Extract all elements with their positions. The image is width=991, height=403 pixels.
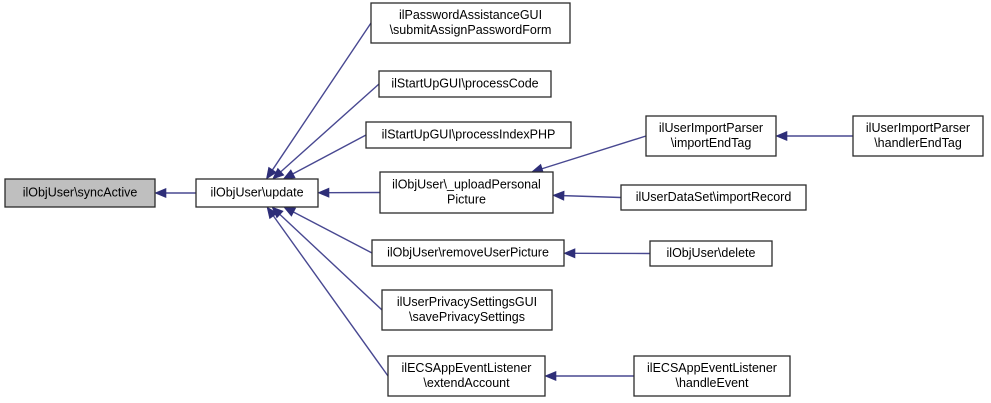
node-label-submitAssignPasswordForm: \submitAssignPasswordForm <box>390 23 552 37</box>
edge-arrowhead <box>272 167 285 180</box>
edge-handlerEndTag-to-importEndTag <box>775 130 853 142</box>
edge-arrowhead <box>265 166 277 180</box>
edge-line <box>279 83 380 173</box>
node-label-handleEvent: ilECSAppEventListener <box>647 361 777 375</box>
edge-processCode-to-update <box>272 83 380 180</box>
node-label-uploadPersonalPicture: Picture <box>447 192 486 206</box>
edge-uploadPersonalPicture-to-update <box>317 187 381 198</box>
node-handlerEndTag[interactable]: ilUserImportParser\handlerEndTag <box>852 115 984 157</box>
node-label-handlerEndTag: ilUserImportParser <box>866 121 970 135</box>
edge-layer <box>154 22 853 382</box>
node-label-processIndexPHP: ilStartUpGUI\processIndexPHP <box>382 127 556 141</box>
node-box-update <box>195 178 319 208</box>
node-box-delete <box>649 240 773 267</box>
node-label-delete: ilObjUser\delete <box>667 246 756 260</box>
node-box-savePrivacySettings <box>381 289 553 331</box>
edge-arrowhead <box>775 130 788 142</box>
node-label-removeUserPicture: ilObjUser\removeUserPicture <box>387 245 549 259</box>
edge-submitAssignPasswordForm-to-update <box>265 22 372 180</box>
node-label-importEndTag: \importEndTag <box>671 136 752 150</box>
node-importEndTag[interactable]: ilUserImportParser\importEndTag <box>645 115 777 157</box>
edge-handleEvent-to-extendAccount <box>544 370 634 382</box>
edge-importRecord-to-uploadPersonalPicture <box>552 190 622 201</box>
node-label-handleEvent: \handleEvent <box>676 376 750 390</box>
edge-line <box>272 214 389 377</box>
node-box-handlerEndTag <box>852 115 984 157</box>
node-box-processIndexPHP <box>365 121 572 149</box>
node-box-processCode <box>378 70 552 98</box>
node-savePrivacySettings[interactable]: ilUserPrivacySettingsGUI\savePrivacySett… <box>381 289 553 331</box>
node-syncActive[interactable]: ilObjUser\syncActive <box>4 178 156 208</box>
node-layer: ilObjUser\syncActive ilObjUser\update ilPa… <box>4 2 984 397</box>
node-box-importRecord <box>620 184 807 211</box>
node-label-handlerEndTag: \handlerEndTag <box>874 136 962 150</box>
node-label-extendAccount: ilECSAppEventListener <box>402 361 532 375</box>
edge-line <box>291 134 367 175</box>
node-label-submitAssignPasswordForm: ilPasswordAssistanceGUI <box>399 8 542 22</box>
edge-arrowhead <box>317 187 330 198</box>
node-box-handleEvent <box>633 355 791 397</box>
node-removeUserPicture[interactable]: ilObjUser\removeUserPicture <box>371 239 565 267</box>
node-box-importEndTag <box>645 115 777 157</box>
node-importRecord[interactable]: ilUserDataSet\importRecord <box>620 184 807 211</box>
node-box-submitAssignPasswordForm <box>370 2 571 44</box>
node-extendAccount[interactable]: ilECSAppEventListener\extendAccount <box>387 355 546 397</box>
edge-line <box>278 213 383 311</box>
node-processCode[interactable]: ilStartUpGUI\processCode <box>378 70 552 98</box>
edge-update-to-syncActive <box>154 187 196 199</box>
node-label-savePrivacySettings: \savePrivacySettings <box>409 310 525 324</box>
edge-arrowhead <box>563 248 576 259</box>
edge-line <box>271 22 372 172</box>
edge-line <box>562 194 622 199</box>
node-update[interactable]: ilObjUser\update <box>195 178 319 208</box>
node-label-uploadPersonalPicture: ilObjUser\_uploadPersonal <box>392 177 541 191</box>
node-label-importRecord: ilUserDataSet\importRecord <box>636 190 792 204</box>
node-box-syncActive <box>4 178 156 208</box>
node-box-removeUserPicture <box>371 239 565 267</box>
node-label-savePrivacySettings: ilUserPrivacySettingsGUI <box>397 295 537 309</box>
edge-extendAccount-to-update <box>266 206 389 377</box>
edge-arrowhead <box>552 190 565 201</box>
node-submitAssignPasswordForm[interactable]: ilPasswordAssistanceGUI\submitAssignPass… <box>370 2 571 44</box>
edge-arrowhead <box>154 187 167 199</box>
node-processIndexPHP[interactable]: ilStartUpGUI\processIndexPHP <box>365 121 572 149</box>
node-label-importEndTag: ilUserImportParser <box>659 121 763 135</box>
node-box-extendAccount <box>387 355 546 397</box>
node-delete[interactable]: ilObjUser\delete <box>649 240 773 267</box>
edge-delete-to-removeUserPicture <box>563 248 651 259</box>
edge-arrowhead <box>544 370 557 382</box>
edge-arrowhead <box>266 206 278 220</box>
node-label-update: ilObjUser\update <box>210 185 303 199</box>
node-label-syncActive: ilObjUser\syncActive <box>23 185 138 199</box>
node-handleEvent[interactable]: ilECSAppEventListener\handleEvent <box>633 355 791 397</box>
edge-line <box>292 211 373 254</box>
node-box-uploadPersonalPicture <box>379 171 554 214</box>
node-label-processCode: ilStartUpGUI\processCode <box>391 76 538 90</box>
node-label-extendAccount: \extendAccount <box>423 376 510 390</box>
edge-line <box>540 135 647 170</box>
